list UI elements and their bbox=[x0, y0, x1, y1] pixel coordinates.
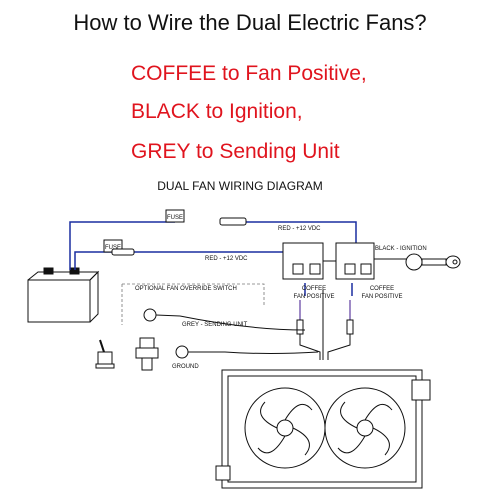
toggle-switch-icon bbox=[95, 339, 115, 369]
label-ground: GROUND bbox=[172, 364, 199, 370]
battery-icon bbox=[27, 267, 100, 323]
relay-icon-1 bbox=[282, 242, 324, 280]
label-override-switch: OPTIONAL FAN OVERRIDE SWITCH bbox=[135, 286, 237, 292]
override-switch-area bbox=[121, 283, 265, 325]
grey-sending-wire bbox=[143, 308, 306, 331]
fan-lead-wires bbox=[299, 290, 351, 360]
instruction-coffee: COFFEE to Fan Positive, bbox=[131, 62, 367, 85]
fan-icon-right bbox=[324, 387, 406, 469]
label-fan-positive-2: FAN POSITIVE bbox=[361, 294, 402, 300]
ignition-key-icon bbox=[405, 253, 461, 271]
label-fan-positive-1: FAN POSITIVE bbox=[293, 294, 334, 300]
instruction-black: BLACK to Ignition, bbox=[131, 100, 303, 123]
wire-connectors bbox=[296, 319, 354, 335]
radiator-icon bbox=[215, 369, 431, 489]
sending-unit-icon bbox=[135, 337, 159, 371]
svg-text:FUSE: FUSE bbox=[167, 215, 183, 221]
wiring-diagram: DUAL FAN WIRING DIAGRAM FUSE FUSE RED - … bbox=[27, 179, 461, 489]
diagram-title: DUAL FAN WIRING DIAGRAM bbox=[157, 179, 323, 193]
fuse-icon-2: FUSE bbox=[103, 239, 135, 256]
label-coffee-1: COFFEE bbox=[302, 286, 326, 292]
ground-wire bbox=[175, 345, 319, 359]
label-grey-sending: GREY - SENDING UNIT bbox=[182, 322, 248, 328]
relay-icon-2 bbox=[335, 242, 375, 280]
page-heading: How to Wire the Dual Electric Fans? bbox=[73, 10, 427, 35]
label-red-top: RED - +12 VDC bbox=[278, 226, 321, 232]
fuse-icon-1: FUSE bbox=[165, 209, 247, 226]
instruction-grey: GREY to Sending Unit bbox=[131, 140, 340, 163]
label-red-mid: RED - +12 VDC bbox=[205, 256, 248, 262]
label-black-ignition: BLACK - IGNITION bbox=[375, 246, 427, 252]
svg-text:FUSE: FUSE bbox=[105, 245, 121, 251]
label-coffee-2: COFFEE bbox=[370, 286, 394, 292]
coffee-fan-wires bbox=[299, 300, 351, 320]
